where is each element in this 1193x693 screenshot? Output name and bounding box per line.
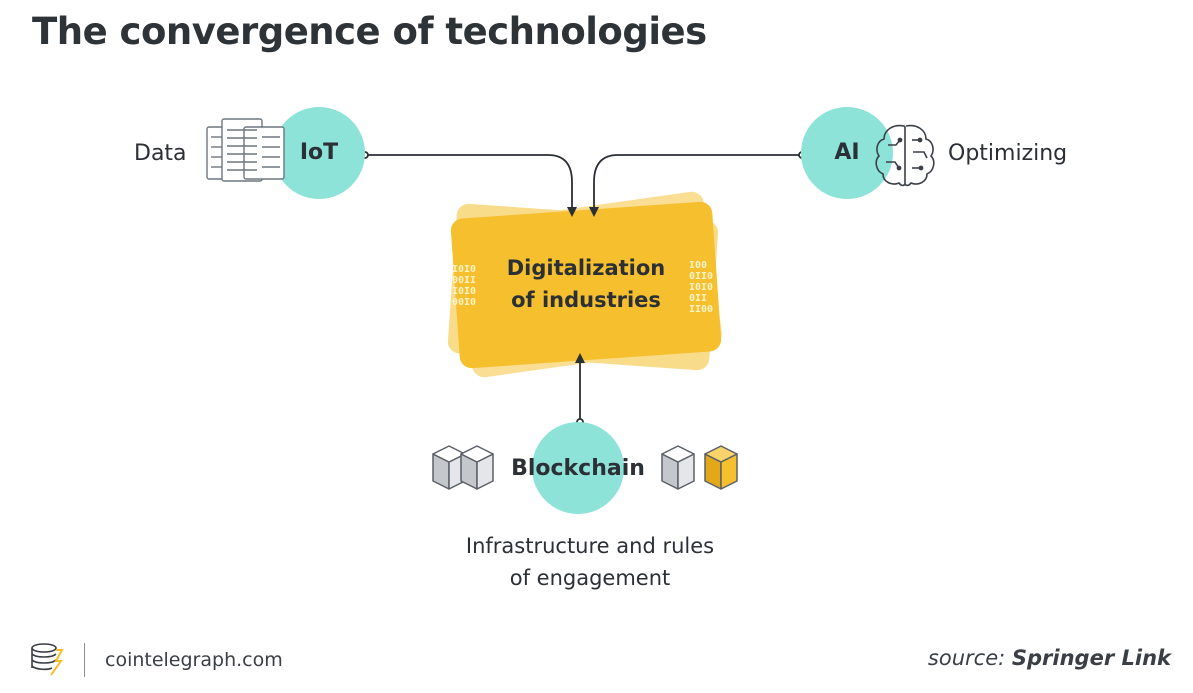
binary-left-icon: I0I0 00II I0I0 00I0 — [452, 264, 476, 308]
svg-text:00II: 00II — [452, 275, 476, 286]
source-credit: source: Springer Link — [928, 646, 1171, 670]
svg-text:II00: II00 — [689, 304, 713, 315]
blockchain-circle — [532, 422, 624, 514]
iot-label: IoT — [299, 140, 339, 165]
cointelegraph-logo-icon — [31, 643, 64, 676]
footer-site[interactable]: cointelegraph.com — [105, 649, 283, 671]
cube-icon — [460, 445, 494, 490]
svg-text:I0I0: I0I0 — [452, 264, 476, 275]
source-prefix: source: — [927, 646, 1006, 670]
cube-icon — [661, 445, 695, 490]
cube-icon-highlighted — [704, 445, 738, 490]
footer-divider — [84, 643, 85, 677]
brain-icon — [875, 124, 935, 187]
svg-text:I00: I00 — [689, 260, 707, 271]
svg-text:00I0: 00I0 — [452, 297, 476, 308]
blockchain-caption: Infrastructure and rules of engagement — [400, 530, 780, 594]
blockchain-label: Blockchain — [511, 456, 645, 481]
binary-right-icon: I00 0II0 I0I0 0II II00 — [689, 260, 713, 315]
svg-text:0II: 0II — [689, 293, 707, 304]
center-label-line2: of industries — [511, 288, 661, 312]
iot-connector — [361, 151, 577, 217]
iot-circle — [273, 107, 365, 199]
blockchain-connector — [575, 353, 585, 426]
page-title: The convergence of technologies — [32, 10, 707, 53]
center-label: Digitalization of industries — [470, 252, 702, 316]
svg-text:I0I0: I0I0 — [452, 286, 476, 297]
source-name: Springer Link — [1011, 646, 1171, 670]
svg-text:0II0: 0II0 — [689, 271, 713, 282]
ai-side-label: Optimizing — [948, 141, 1068, 166]
ai-label: AI — [834, 140, 860, 165]
server-rack-icon — [206, 118, 285, 182]
ai-circle — [801, 107, 893, 199]
blockchain-caption-line2: of engagement — [509, 566, 671, 590]
digitalization-card: I0I0 00II I0I0 00I0 I00 0II0 I0I0 0II II… — [447, 191, 722, 378]
iot-side-label: Data — [134, 141, 187, 166]
svg-text:I0I0: I0I0 — [689, 282, 713, 293]
center-label-line1: Digitalization — [506, 256, 666, 280]
footer-brand: cointelegraph.com — [30, 640, 283, 680]
blockchain-caption-line1: Infrastructure and rules — [465, 534, 715, 558]
cube-icon — [432, 445, 466, 490]
